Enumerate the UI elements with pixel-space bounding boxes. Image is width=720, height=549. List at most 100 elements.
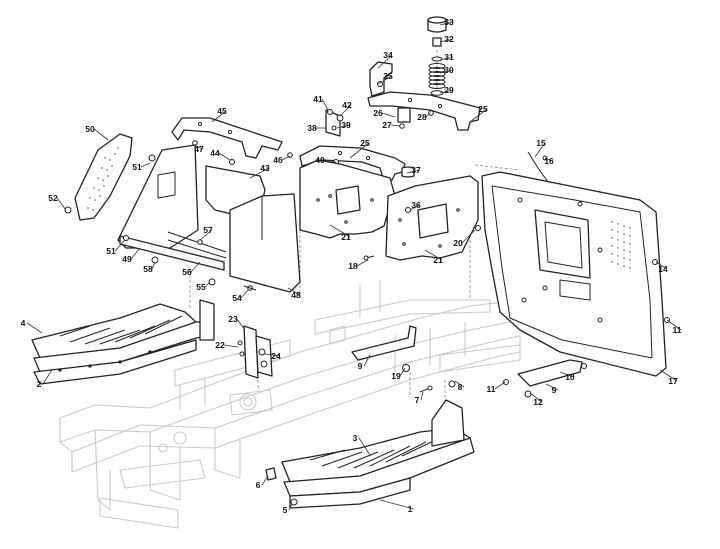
part-number-label: 3 xyxy=(353,433,358,443)
part-number-label: 37 xyxy=(411,165,421,175)
part-number-label: 21 xyxy=(433,255,443,265)
part-number-label: 30 xyxy=(444,65,454,75)
fender-panel-right xyxy=(363,175,479,261)
part-number-label: 18 xyxy=(348,261,358,271)
callout-leader xyxy=(494,381,506,390)
top-support-bracket xyxy=(171,117,283,159)
callout-leader xyxy=(358,437,371,456)
seat-hinge-bracket xyxy=(369,61,393,97)
callout-leader xyxy=(218,152,231,161)
callout-leader xyxy=(140,162,151,168)
part-number-label: 42 xyxy=(342,100,352,110)
part-number-label: 5 xyxy=(283,505,288,515)
part-number-label: 51 xyxy=(106,246,116,256)
part-number-label: 17 xyxy=(668,376,678,386)
part-number-label: 22 xyxy=(215,340,225,350)
callout-leader xyxy=(249,167,270,179)
callout-leader xyxy=(659,369,678,382)
callout-leader xyxy=(439,38,454,43)
callout-leader xyxy=(264,353,281,357)
part-number-label: 57 xyxy=(203,225,213,235)
fender-panel-left xyxy=(299,159,396,239)
part-number-label: 31 xyxy=(444,52,454,62)
part-number-label: 12 xyxy=(533,397,543,407)
part-number-label: 25 xyxy=(360,138,370,148)
callout-leader xyxy=(381,112,396,118)
part-number-label: 47 xyxy=(194,144,204,154)
callout-leader xyxy=(42,369,53,385)
callout-leader xyxy=(240,289,249,299)
callout-labels: 1234567899101111121415161718192021212223… xyxy=(21,17,682,515)
callout-leader xyxy=(377,54,393,69)
part-number-label: 34 xyxy=(383,50,393,60)
part-number-label: 55 xyxy=(196,282,206,292)
callout-leader xyxy=(439,21,454,26)
callout-leader xyxy=(287,287,301,296)
part-number-label: 20 xyxy=(453,238,463,248)
callout-leader xyxy=(114,239,126,252)
callout-leader xyxy=(190,261,201,273)
part-number-label: 32 xyxy=(444,34,454,44)
part-number-label: 11 xyxy=(673,325,682,335)
part-number-label: 41 xyxy=(313,94,323,104)
callout-leader xyxy=(454,380,465,388)
callout-leader xyxy=(666,319,682,331)
callout-leader xyxy=(288,503,293,511)
callout-leader xyxy=(559,371,575,378)
callout-leader xyxy=(151,261,156,270)
part-number-label: 10 xyxy=(565,372,575,382)
part-number-label: 26 xyxy=(373,108,383,118)
part-number-label: 7 xyxy=(415,395,420,405)
callout-leader xyxy=(534,142,546,158)
part-number-label: 28 xyxy=(417,112,427,122)
part-number-label: 11 xyxy=(487,384,496,394)
part-number-label: 43 xyxy=(260,163,270,173)
part-number-label: 58 xyxy=(143,264,153,274)
centre-bracket xyxy=(237,325,273,379)
callout-leader xyxy=(390,124,401,127)
callout-leader xyxy=(420,391,424,401)
callout-leader xyxy=(363,354,371,367)
part-number-label: 15 xyxy=(536,138,546,148)
part-number-label: 9 xyxy=(552,385,557,395)
part-number-label: 27 xyxy=(382,120,392,130)
callout-leader xyxy=(191,144,204,150)
callout-leader xyxy=(439,89,454,94)
callout-leader xyxy=(323,159,337,163)
callout-leader xyxy=(545,383,559,391)
part-number-label: 2 xyxy=(37,379,42,389)
part-number-label: 49 xyxy=(122,254,132,264)
perforated-trim-strip xyxy=(64,133,133,221)
callout-leader xyxy=(223,344,239,348)
callout-leader xyxy=(409,204,421,211)
seat-rail-lower xyxy=(299,145,415,181)
part-number-label: 35 xyxy=(383,71,393,81)
callout-leader xyxy=(424,249,443,261)
callout-leader xyxy=(211,110,227,123)
part-number-label: 23 xyxy=(228,314,238,324)
spring-stack xyxy=(427,16,447,96)
mount-bracket-right xyxy=(503,359,587,398)
part-number-label: 24 xyxy=(271,351,281,361)
footrest-left xyxy=(31,299,215,385)
part-number-label: 33 xyxy=(444,17,454,27)
callout-leader xyxy=(281,155,291,161)
callout-leader xyxy=(377,75,393,85)
footrest-right xyxy=(265,380,475,509)
callout-leader xyxy=(439,69,454,74)
part-number-label: 29 xyxy=(444,85,454,95)
callout-leader xyxy=(425,112,431,118)
callout-leader xyxy=(349,142,370,159)
callout-leader xyxy=(204,281,211,288)
rear-body-panel xyxy=(475,171,670,377)
part-number-label: 9 xyxy=(358,361,363,371)
part-number-label: 52 xyxy=(48,193,58,203)
part-number-label: 51 xyxy=(132,162,142,172)
part-number-label: 48 xyxy=(291,290,301,300)
callout-leader xyxy=(321,98,329,111)
callout-leader xyxy=(529,392,543,403)
callout-leader xyxy=(655,261,668,270)
callout-leader xyxy=(236,318,246,331)
callout-leader xyxy=(356,259,369,267)
